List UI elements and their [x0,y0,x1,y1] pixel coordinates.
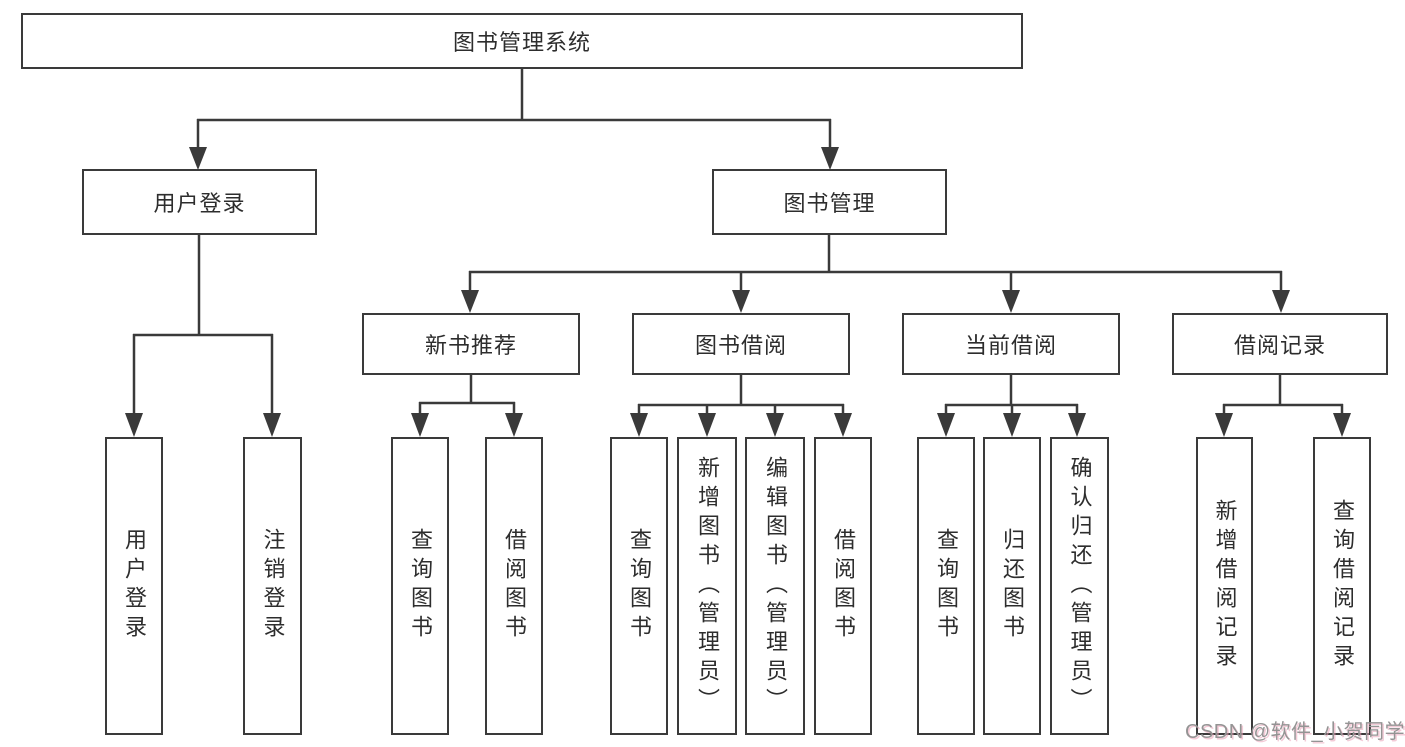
leaf-query-borrow-record: 查询借阅记录 [1313,437,1371,735]
node-label: 归还图书 [1000,528,1025,644]
node-label: 查询图书 [408,528,433,644]
leaf-query-book-recommend: 查询图书 [391,437,449,735]
node-label: 确认归还（管理员） [1067,455,1093,717]
node-label: 查询借阅记录 [1330,499,1355,673]
node-label: 新增图书（管理员） [695,455,720,717]
node-label: 用户登录 [122,528,147,644]
node-label: 注销登录 [260,528,286,644]
node-label: 借阅图书 [831,528,856,644]
node-label: 查询图书 [627,528,652,644]
node-borrow-records: 借阅记录 [1172,313,1388,375]
csdn-watermark: CSDN @软件_小贺同学 [1185,721,1405,743]
node-label: 图书管理 [783,191,876,216]
leaf-add-borrow-record: 新增借阅记录 [1196,437,1253,735]
leaf-edit-book-admin: 编辑图书（管理员） [745,437,805,735]
leaf-borrow-book-recommend: 借阅图书 [485,437,543,735]
node-label: 查询图书 [934,528,959,644]
node-current-borrow: 当前借阅 [902,313,1120,375]
node-label: 新书推荐 [424,333,517,358]
node-label: 新增借阅记录 [1212,499,1238,673]
node-label: 图书借阅 [694,333,787,358]
leaf-add-book-admin: 新增图书（管理员） [677,437,737,735]
node-label: 编辑图书（管理员） [763,455,788,717]
node-label: 当前借阅 [964,333,1057,358]
leaf-user-login: 用户登录 [105,437,163,735]
node-label: 借阅记录 [1233,333,1326,358]
node-label: 图书管理系统 [452,30,591,55]
leaf-return-book: 归还图书 [983,437,1041,735]
node-user-login-group: 用户登录 [82,169,317,235]
leaf-confirm-return-admin: 确认归还（管理员） [1050,437,1109,735]
leaf-query-book-borrow: 查询图书 [610,437,668,735]
node-book-borrow: 图书借阅 [632,313,850,375]
leaf-borrow-book: 借阅图书 [814,437,872,735]
node-root-library-system: 图书管理系统 [21,13,1023,69]
node-book-management: 图书管理 [712,169,947,235]
node-new-book-recommend: 新书推荐 [362,313,580,375]
leaf-logout: 注销登录 [243,437,302,735]
node-label: 用户登录 [153,191,246,216]
leaf-query-book-current: 查询图书 [917,437,975,735]
node-label: 借阅图书 [502,528,527,644]
